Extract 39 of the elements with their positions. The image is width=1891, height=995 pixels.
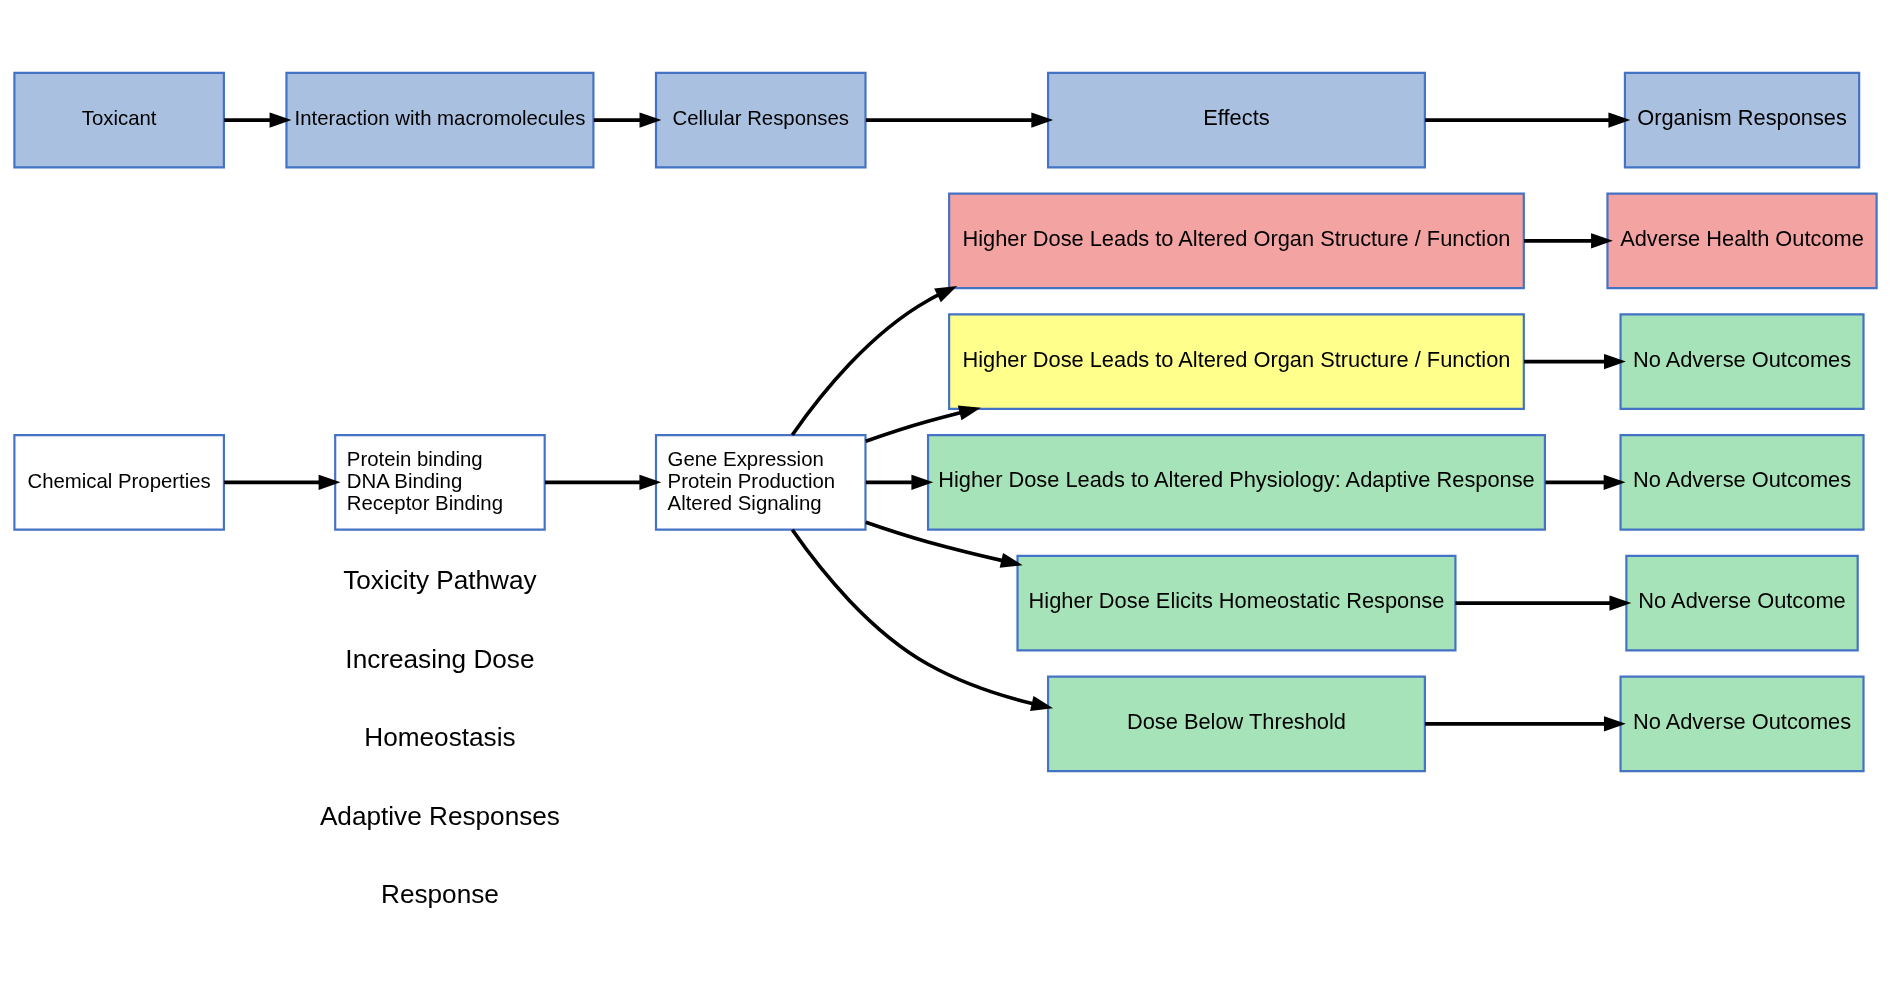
label: Response bbox=[381, 878, 499, 909]
arrow bbox=[1524, 353, 1626, 369]
node-box: Toxicant bbox=[13, 71, 225, 168]
arrow bbox=[865, 404, 981, 443]
node-box: Gene Expression Protein Production Altered Signaling bbox=[654, 433, 867, 531]
node-box: Cellular Responses bbox=[654, 71, 867, 168]
arrow bbox=[224, 474, 341, 490]
arrow bbox=[1524, 232, 1613, 248]
node-box: Higher Dose Leads to Altered Physiology: Adaptive Response bbox=[926, 433, 1546, 531]
node-box: Protein binding DNA Binding Receptor Binding bbox=[334, 433, 546, 531]
arrow bbox=[865, 520, 1023, 568]
node-box: Effects bbox=[1047, 71, 1426, 168]
node-box: Higher Dose Elicits Homeostatic Response bbox=[1016, 554, 1457, 651]
node-box: Higher Dose Leads to Altered Organ Structure / Function bbox=[948, 192, 1525, 289]
node-box: Organism Responses bbox=[1623, 71, 1861, 168]
arrow bbox=[1425, 111, 1631, 128]
arrow bbox=[224, 111, 292, 128]
node-box: No Adverse Outcomes bbox=[1619, 312, 1865, 410]
arrow bbox=[545, 474, 662, 490]
node-box: Interaction with macromolecules bbox=[285, 71, 595, 168]
arrow bbox=[865, 111, 1054, 128]
label: Toxicity Pathway bbox=[343, 564, 537, 595]
arrow bbox=[790, 285, 958, 436]
arrow bbox=[1425, 715, 1626, 732]
node-box: Dose Below Threshold bbox=[1047, 675, 1426, 772]
arrow bbox=[593, 111, 662, 128]
label: Adaptive Responses bbox=[319, 800, 560, 831]
node-box: Adverse Health Outcome bbox=[1606, 192, 1878, 289]
node-box: No Adverse Outcomes bbox=[1619, 675, 1865, 772]
label: Increasing Dose bbox=[345, 643, 535, 674]
node-box: Higher Dose Leads to Altered Organ Structure / Function bbox=[948, 312, 1525, 410]
node-box: Chemical Properties bbox=[13, 433, 225, 531]
label: Homeostasis bbox=[364, 721, 516, 752]
node-box: No Adverse Outcomes bbox=[1619, 433, 1865, 531]
node-box: No Adverse Outcome bbox=[1625, 554, 1859, 651]
arrow bbox=[1545, 474, 1626, 490]
arrow bbox=[790, 528, 1054, 711]
arrow bbox=[1455, 594, 1632, 611]
arrow bbox=[865, 474, 934, 490]
